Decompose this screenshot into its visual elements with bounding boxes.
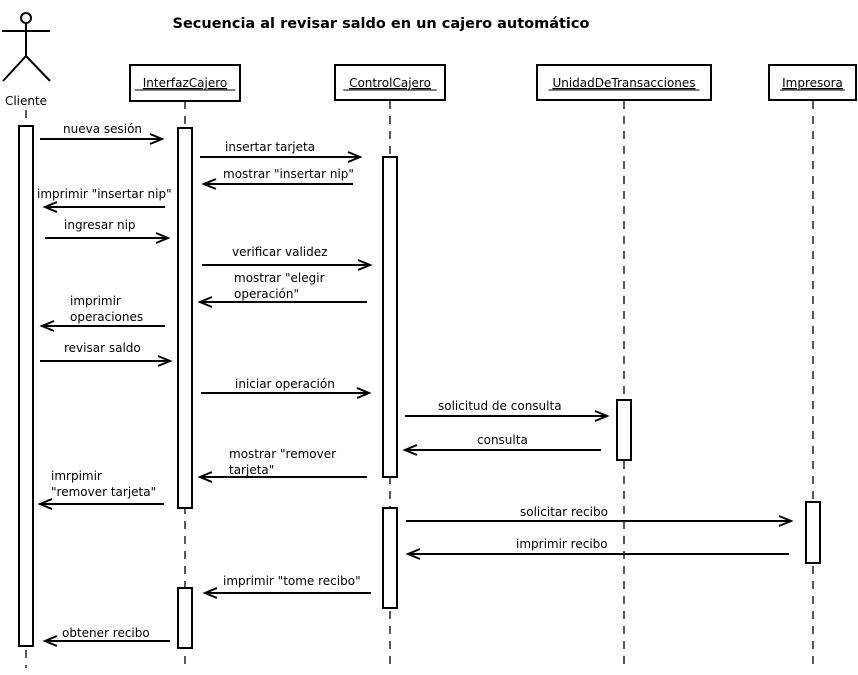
message-label: operación" <box>234 287 299 301</box>
diagram-title: Secuencia al revisar saldo en un cajero … <box>173 16 590 32</box>
message-label: insertar tarjeta <box>225 140 315 154</box>
message-label: operaciones <box>70 310 143 324</box>
message-label: nueva sesión <box>63 122 142 136</box>
arrowhead-icon <box>42 635 58 647</box>
arrowhead-icon <box>357 259 373 271</box>
message-arrow: mostrar "remover tarjeta" <box>197 447 367 483</box>
message-label: consulta <box>477 433 528 447</box>
participant-interfaz: InterfazCajero <box>129 64 241 102</box>
message-arrow: solicitar recibo <box>406 505 794 527</box>
message-arrow: verificar validez <box>202 245 373 271</box>
message-label: verificar validez <box>232 245 327 259</box>
arrowhead-icon <box>157 355 173 367</box>
participant-label: Impresora <box>782 76 843 90</box>
arrowhead-icon <box>155 232 171 244</box>
message-label: imprimir "insertar nip" <box>37 187 172 201</box>
message-label: mostrar "insertar nip" <box>223 167 354 181</box>
participant-box <box>334 64 446 101</box>
message-label: revisar saldo <box>64 341 141 355</box>
message-arrow: mostrar "elegir operación" <box>197 271 367 308</box>
message-arrow: imprimir "tome recibo" <box>202 574 371 599</box>
activation-bar <box>616 399 632 461</box>
message-arrow: mostrar "insertar nip" <box>201 167 354 190</box>
arrowhead-icon <box>149 133 165 145</box>
activation-bar <box>382 507 398 609</box>
arrowhead-icon <box>356 387 372 399</box>
message-arrow: imprimir operaciones <box>39 294 165 332</box>
actor-cliente: Cliente <box>2 12 51 108</box>
message-label: "remover tarjeta" <box>51 485 156 499</box>
participant-label: ControlCajero <box>349 76 431 90</box>
arrowhead-icon <box>201 178 217 190</box>
message-label: imprimir <box>70 294 121 308</box>
participant-box <box>536 64 712 101</box>
arrowhead-icon <box>347 151 363 163</box>
activation-bar <box>18 125 34 647</box>
activation-bar <box>805 501 821 564</box>
message-arrow: ingresar nip <box>45 218 171 244</box>
message-arrow: imprimir "insertar nip" <box>37 187 172 213</box>
arrowhead-icon <box>197 471 213 483</box>
arrowhead-icon <box>594 410 610 422</box>
arrowhead-icon <box>39 320 55 332</box>
arrowhead-icon <box>405 548 421 560</box>
participant-label: UnidadDeTransacciones <box>552 76 695 90</box>
message-arrow: iniciar operación <box>201 377 372 399</box>
participant-box <box>129 64 241 102</box>
activation-bar <box>177 587 193 649</box>
activation-bar <box>177 127 193 509</box>
participant-box <box>768 64 857 101</box>
arrowhead-icon <box>402 444 418 456</box>
actor-label: Cliente <box>5 94 47 108</box>
message-arrow: solicitud de consulta <box>405 399 610 422</box>
message-arrow: consulta <box>402 433 601 456</box>
arrowhead-icon <box>778 515 794 527</box>
message-label: mostrar "elegir <box>234 271 325 285</box>
message-arrow: imprimir recibo <box>405 537 789 560</box>
message-label: solicitud de consulta <box>438 399 562 413</box>
arrowhead-icon <box>37 498 53 510</box>
message-label: imprimir recibo <box>516 537 608 551</box>
message-label: imrpimir <box>51 469 102 483</box>
message-label: solicitar recibo <box>520 505 608 519</box>
participant-control: ControlCajero <box>334 64 446 101</box>
message-arrow: nueva sesión <box>40 122 165 145</box>
message-label: mostrar "remover <box>229 447 336 461</box>
message-arrow: imrpimir "remover tarjeta" <box>37 469 164 510</box>
arrowhead-icon <box>202 587 218 599</box>
message-label: imprimir "tome recibo" <box>223 574 361 588</box>
message-arrow: revisar saldo <box>40 341 173 367</box>
arrowhead-icon <box>42 201 58 213</box>
stick-figure-icon <box>2 12 51 82</box>
message-label: iniciar operación <box>235 377 335 391</box>
arrowhead-icon <box>197 296 213 308</box>
message-label: obtener recibo <box>62 626 150 640</box>
participant-label: InterfazCajero <box>143 76 228 90</box>
message-label: ingresar nip <box>64 218 136 232</box>
activation-bar <box>382 156 398 478</box>
message-arrow: insertar tarjeta <box>200 140 363 163</box>
message-arrow: obtener recibo <box>42 626 170 647</box>
message-label: tarjeta" <box>229 463 274 477</box>
participant-unidad: UnidadDeTransacciones <box>536 64 712 101</box>
participant-impresora: Impresora <box>768 64 857 101</box>
